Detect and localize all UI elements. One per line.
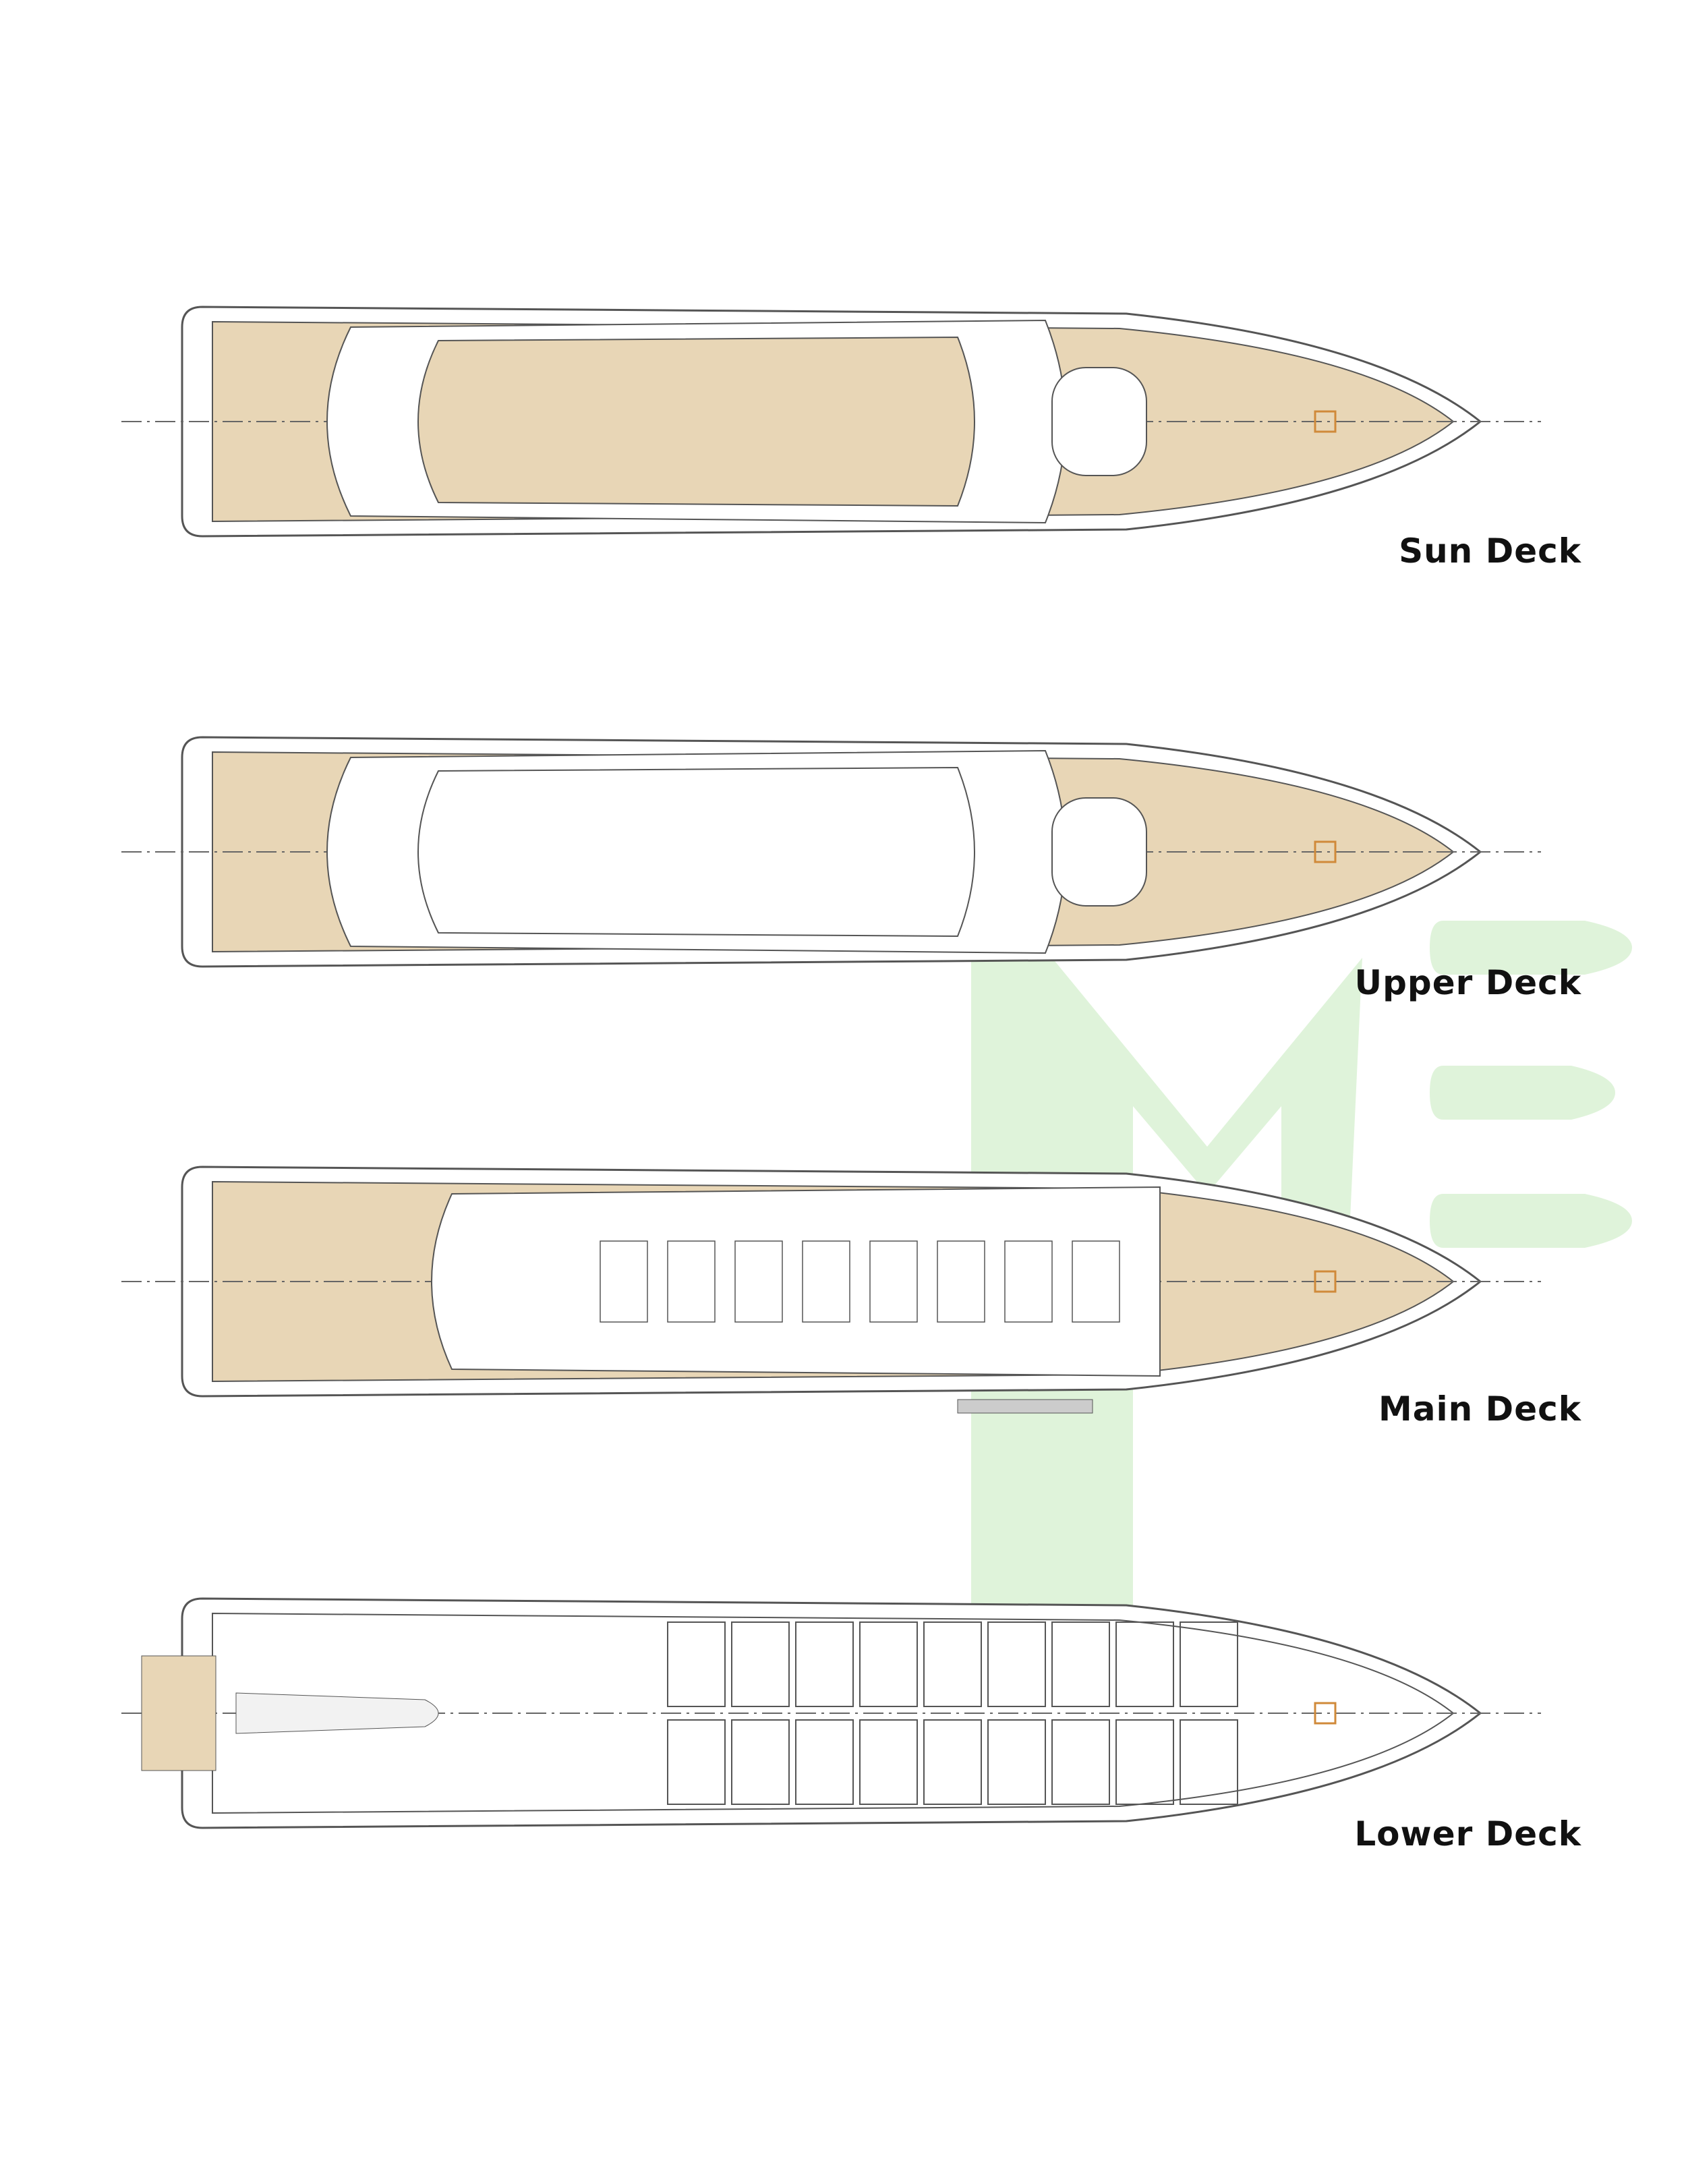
cabin [667, 1719, 726, 1805]
cabin [1115, 1621, 1174, 1707]
anchor-hatch [1314, 410, 1337, 433]
boarding-ladder [957, 1399, 1093, 1414]
furniture [1004, 1240, 1053, 1323]
tender [1051, 797, 1147, 907]
tender [1051, 367, 1147, 476]
main-saloon [431, 1186, 1161, 1377]
cabin [859, 1719, 918, 1805]
anchor-hatch [1314, 1702, 1337, 1725]
upper-deck-plan: Upper Deck [0, 727, 1686, 1010]
furniture [667, 1240, 716, 1323]
lower-deck-label: Lower Deck [1354, 1814, 1581, 1853]
furniture [869, 1240, 918, 1323]
cabin [731, 1621, 790, 1707]
cabin [1180, 1719, 1238, 1805]
main-deck-drawing [121, 1166, 1541, 1414]
anchor-hatch [1314, 840, 1337, 863]
furniture [937, 1240, 985, 1323]
cabin [1180, 1621, 1238, 1707]
upper-structure [417, 766, 975, 938]
furniture [734, 1240, 783, 1323]
sun-deck-drawing [121, 306, 1541, 538]
cabin [1115, 1719, 1174, 1805]
cabin [731, 1719, 790, 1805]
cabin [795, 1719, 854, 1805]
furniture [1072, 1240, 1120, 1323]
cabin [1051, 1621, 1110, 1707]
lower-deck-drawing [121, 1597, 1541, 1829]
sun-deck-label: Sun Deck [1399, 531, 1581, 571]
upper-structure [417, 336, 975, 507]
cabin [923, 1719, 982, 1805]
upper-deck-label: Upper Deck [1354, 963, 1581, 1002]
tender-garage [235, 1692, 439, 1734]
swim-platform [141, 1655, 216, 1771]
anchor-hatch [1314, 1270, 1337, 1293]
upper-deck-drawing [121, 736, 1541, 968]
cabin [923, 1621, 982, 1707]
cabin [795, 1621, 854, 1707]
cabin [859, 1621, 918, 1707]
sun-deck-plan: Sun Deck [0, 297, 1686, 580]
cabin [987, 1621, 1046, 1707]
main-deck-plan: Main Deck [0, 1157, 1686, 1440]
cabin [1051, 1719, 1110, 1805]
cabin [987, 1719, 1046, 1805]
furniture [600, 1240, 648, 1323]
lower-deck-plan: Lower Deck [0, 1588, 1686, 1872]
cabin [667, 1621, 726, 1707]
furniture [802, 1240, 850, 1323]
main-deck-label: Main Deck [1378, 1389, 1581, 1429]
